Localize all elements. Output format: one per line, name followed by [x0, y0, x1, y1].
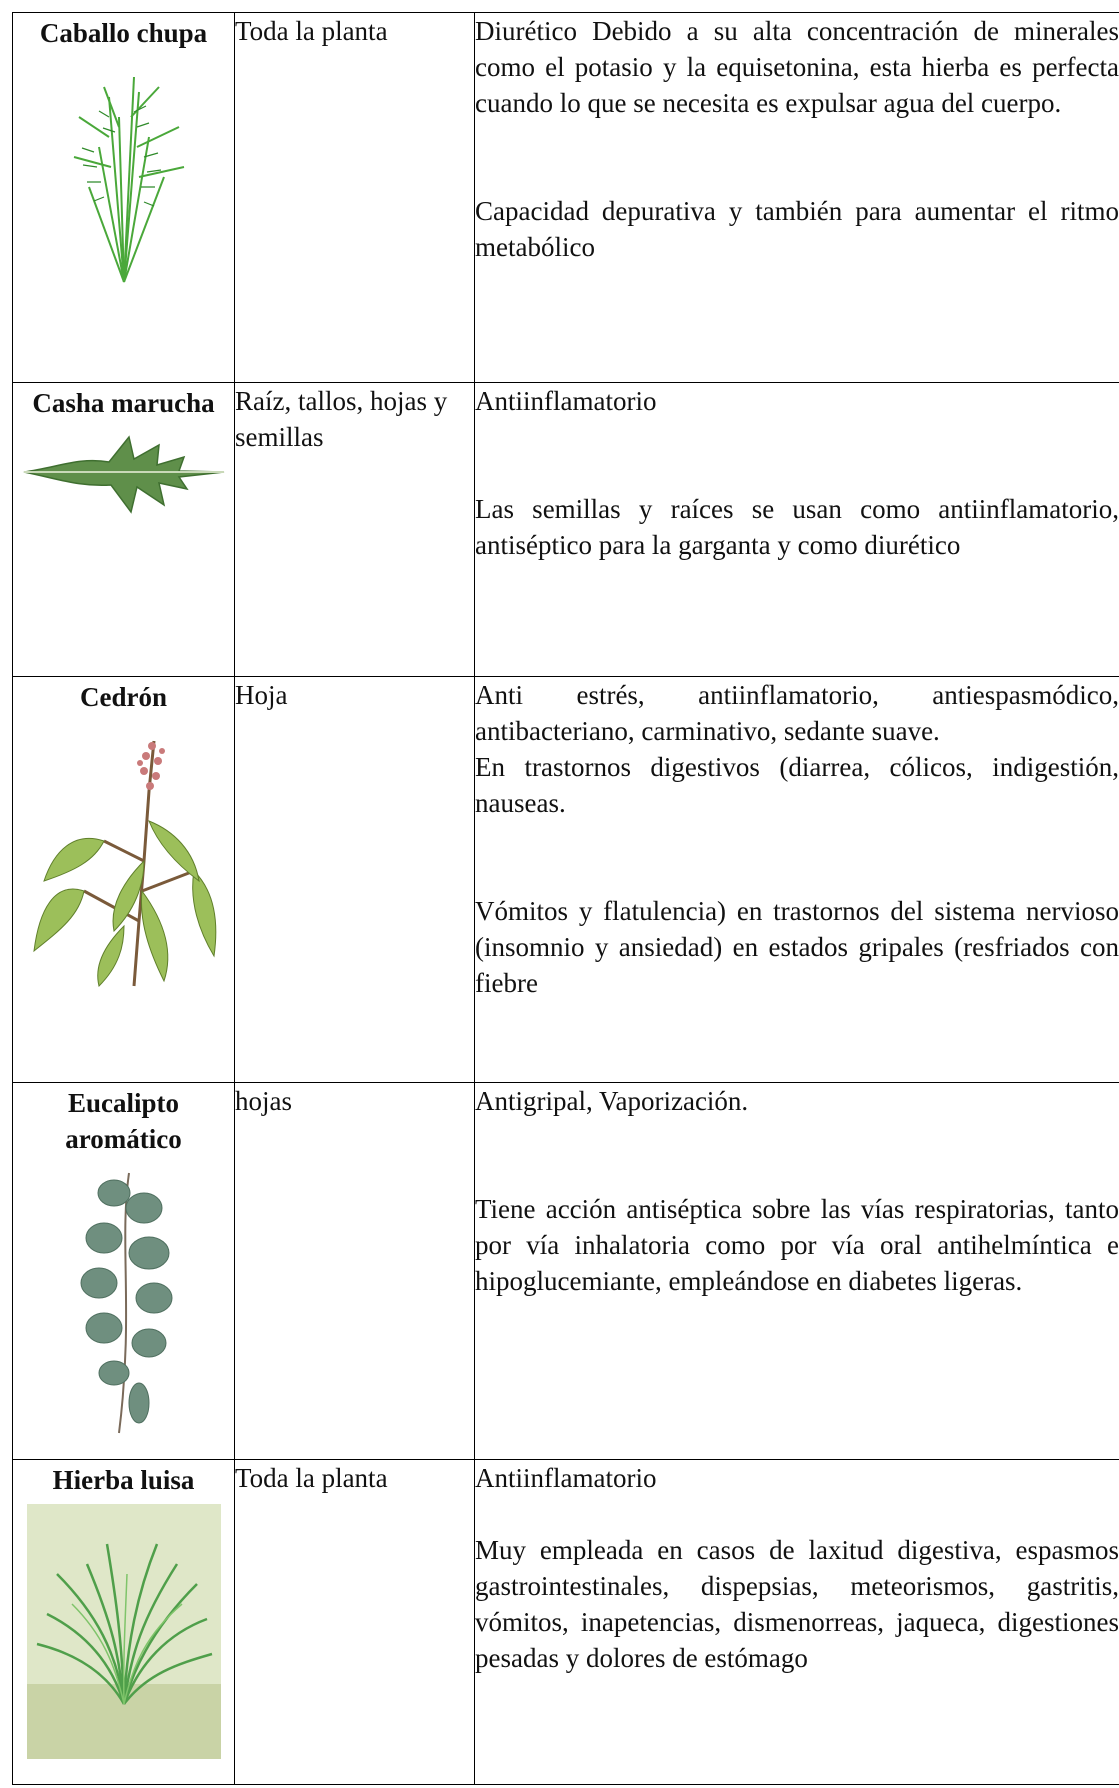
plant-cell: Cedrón	[12, 676, 235, 1083]
plant-description: Anti estrés, antiinflamatorio, antiespas…	[474, 676, 1119, 1083]
plant-cell: Casha marucha	[12, 382, 235, 677]
description-paragraph: Antiinflamatorio	[475, 386, 657, 416]
plant-name: Caballo chupa	[39, 18, 208, 48]
description-paragraph: Tiene acción antiséptica sobre las vías …	[475, 1194, 1119, 1296]
plant-part-used: Toda la planta	[234, 1459, 475, 1785]
description-paragraph: Antiinflamatorio	[475, 1463, 657, 1493]
table-row: Cedrón	[12, 676, 1119, 1083]
horsetail-plant-icon	[73, 76, 184, 283]
table-row: Caballo chupa Toda la planta Diurético D…	[12, 12, 1119, 383]
plant-description: Antigripal, Vaporización. Tiene acción a…	[474, 1082, 1119, 1460]
description-paragraph: Las semillas y raíces se usan como antii…	[475, 494, 1119, 560]
plant-name: Eucalipto aromático	[65, 1088, 182, 1154]
description-paragraph: Antigripal, Vaporización.	[475, 1086, 749, 1116]
plant-part-used: Hoja	[234, 676, 475, 1083]
plant-part-used: Raíz, tallos, hojas y semillas	[234, 382, 475, 677]
description-paragraph: En trastornos digestivos (diarrea, cólic…	[475, 752, 1119, 818]
lemongrass-icon	[26, 1504, 221, 1759]
plants-table: Caballo chupa Toda la planta Diurético D…	[12, 12, 1119, 1785]
lemon-verbena-icon	[32, 740, 216, 987]
description-paragraph: Vómitos y flatulencia) en trastornos del…	[475, 896, 1119, 998]
plant-description: Diurético Debido a su alta concentración…	[474, 12, 1119, 383]
plant-cell: Eucalipto aromático	[12, 1082, 235, 1460]
plant-description: Antiinflamatorio Muy empleada en casos d…	[474, 1459, 1119, 1785]
description-paragraph: Diurético Debido a su alta concentración…	[475, 16, 1119, 118]
table-row: Eucalipto aromático hojas Antigripal, Va…	[12, 1082, 1119, 1460]
plant-part-used: hojas	[234, 1082, 475, 1460]
eucalyptus-branch-icon	[80, 1172, 172, 1434]
plant-cell: Hierba luisa	[12, 1459, 235, 1785]
plant-name: Hierba luisa	[52, 1465, 195, 1495]
plant-cell: Caballo chupa	[12, 12, 235, 383]
table-row: Hierba luisa Toda la planta Antiinf	[12, 1459, 1119, 1785]
description-paragraph: Anti estrés, antiinflamatorio, antiespas…	[475, 680, 1119, 746]
description-paragraph: Muy empleada en casos de laxitud digesti…	[475, 1535, 1119, 1673]
description-paragraph: Capacidad depurativa y también para aume…	[475, 196, 1119, 262]
plant-name: Casha marucha	[32, 388, 215, 418]
plant-part-used: Toda la planta	[234, 12, 475, 383]
table-row: Casha marucha Raíz, tallos, hojas y semi…	[12, 382, 1119, 677]
thistle-leaf-icon	[23, 435, 224, 514]
plant-name: Cedrón	[80, 682, 167, 712]
plant-description: Antiinflamatorio Las semillas y raíces s…	[474, 382, 1119, 677]
